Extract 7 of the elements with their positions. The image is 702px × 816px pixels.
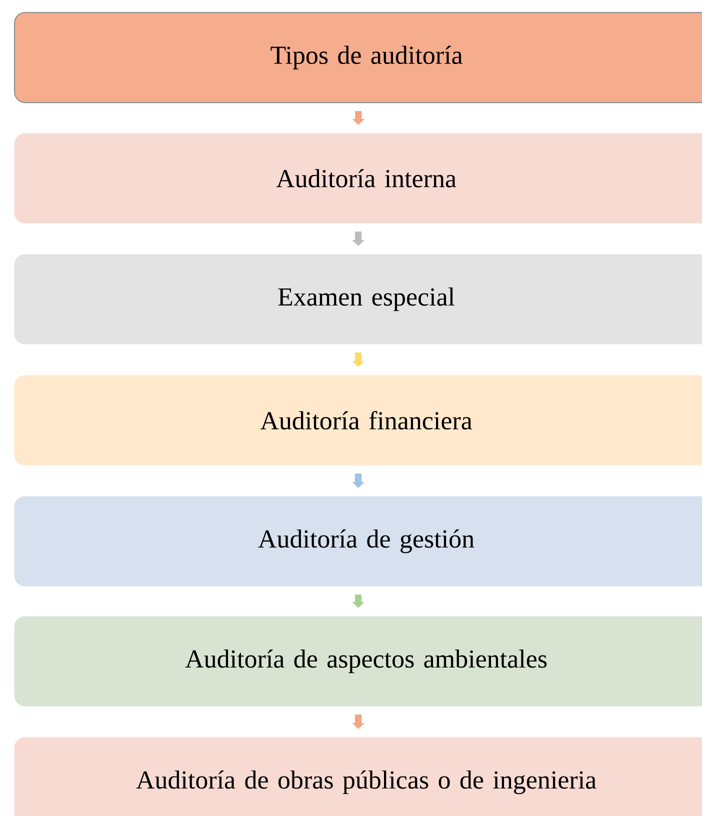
process-box: Auditoría interna bbox=[14, 133, 702, 224]
process-box: Auditoría de obras públicas o de ingenieria bbox=[14, 737, 702, 816]
process-box: Auditoría financiera bbox=[14, 375, 702, 466]
process-box: Examen especial bbox=[14, 254, 702, 344]
title-box: Tipos de auditoría bbox=[14, 12, 702, 104]
process-box: Auditoría de gestión bbox=[14, 496, 702, 586]
process-box: Auditoría de aspectos ambientales bbox=[14, 616, 702, 706]
